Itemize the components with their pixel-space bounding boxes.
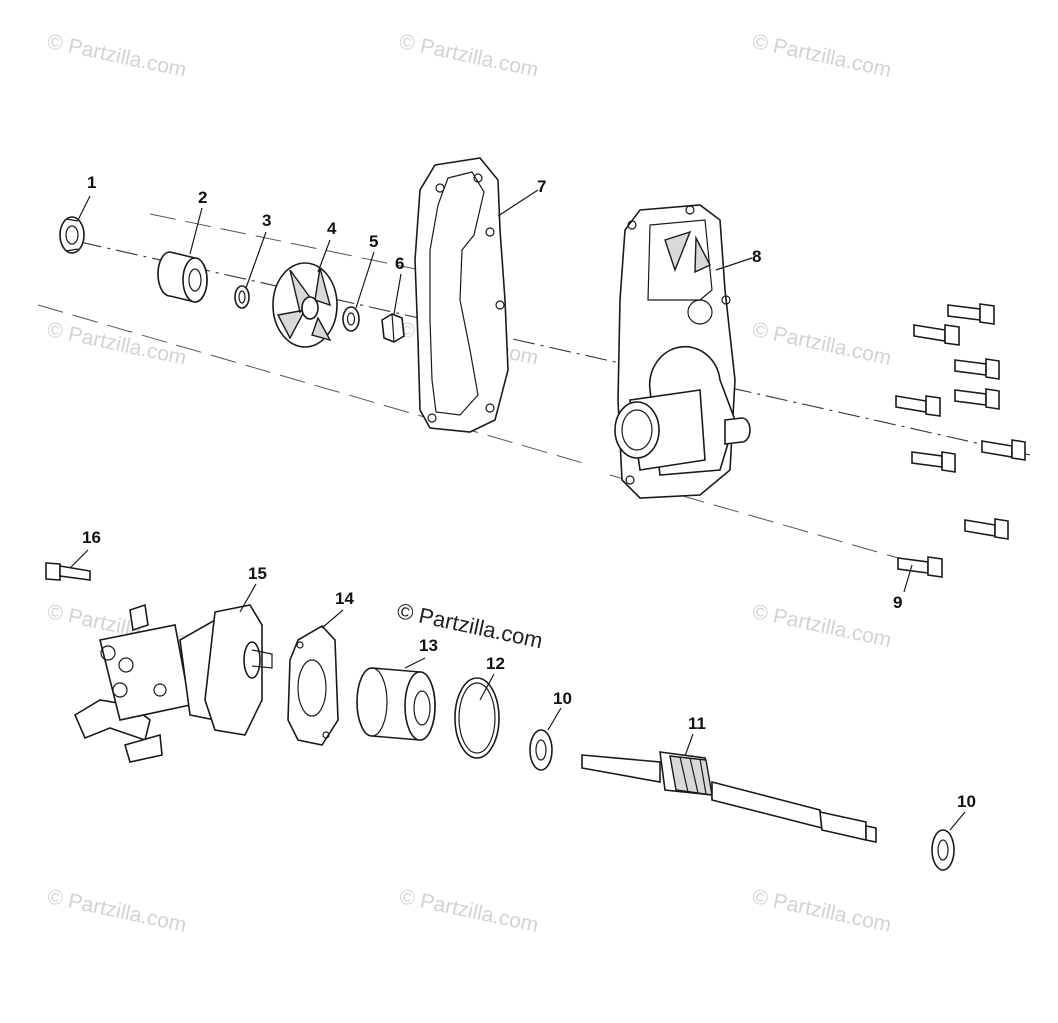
bolt-set-part-9 [895,303,1026,578]
drive-shaft-part-11 [581,751,877,843]
washer-part-10 [529,729,553,771]
pump-cover-part-8 [614,204,751,499]
leader-line [949,811,966,831]
callout-10-second: 10 [957,792,976,811]
callout-16: 16 [82,528,101,547]
center-axis-line [79,241,1031,456]
secondary-axis-line [37,304,591,466]
rotor-part-13 [356,667,436,741]
callout-2: 2 [198,188,208,207]
callout-7: 7 [537,177,547,196]
washer-part-3 [234,285,250,309]
washer-hole [238,290,246,304]
o-ring-part-12 [454,677,500,759]
callout-15: 15 [248,564,267,583]
leader-line [404,657,426,669]
callout-11: 11 [688,714,706,733]
leader-line [321,609,344,629]
leader-line [715,257,753,271]
callout-5: 5 [369,232,379,251]
leader-line [77,195,91,221]
gasket-part-14 [287,624,339,746]
gasket-part-7 [414,157,509,433]
callout-3: 3 [262,211,272,230]
washer-hole [937,839,949,861]
bearing-part-2 [157,251,208,303]
washer-hole [346,312,356,326]
leader-line [684,733,694,757]
washer-part-5 [342,306,360,332]
seal-part-1 [59,216,85,254]
o-ring-inner [458,682,496,754]
leader-line [189,207,203,255]
leader-line [69,549,89,569]
bolt-part-16 [45,562,91,581]
nut-part-6 [381,313,405,343]
washer-hole [535,739,547,761]
callout-1: 1 [87,173,97,192]
callout-9: 9 [893,593,903,612]
callout-10: 10 [553,689,572,708]
callout-14: 14 [335,589,354,608]
oil-pump-part-15 [73,603,273,763]
impeller-part-4 [272,262,338,348]
callout-13: 13 [419,636,438,655]
callout-6: 6 [395,254,405,273]
leader-line [479,673,495,701]
leader-line [903,564,913,593]
callout-8: 8 [752,247,762,266]
leader-line [497,189,539,217]
leader-line [317,239,331,273]
leader-line [547,707,562,731]
callout-12: 12 [486,654,505,673]
leader-line [245,231,267,289]
leader-line [239,583,257,613]
washer-part-10 [931,829,955,871]
secondary-axis-line [149,213,431,273]
callout-4: 4 [327,219,337,238]
leader-line [393,273,402,315]
leader-line [355,251,375,309]
